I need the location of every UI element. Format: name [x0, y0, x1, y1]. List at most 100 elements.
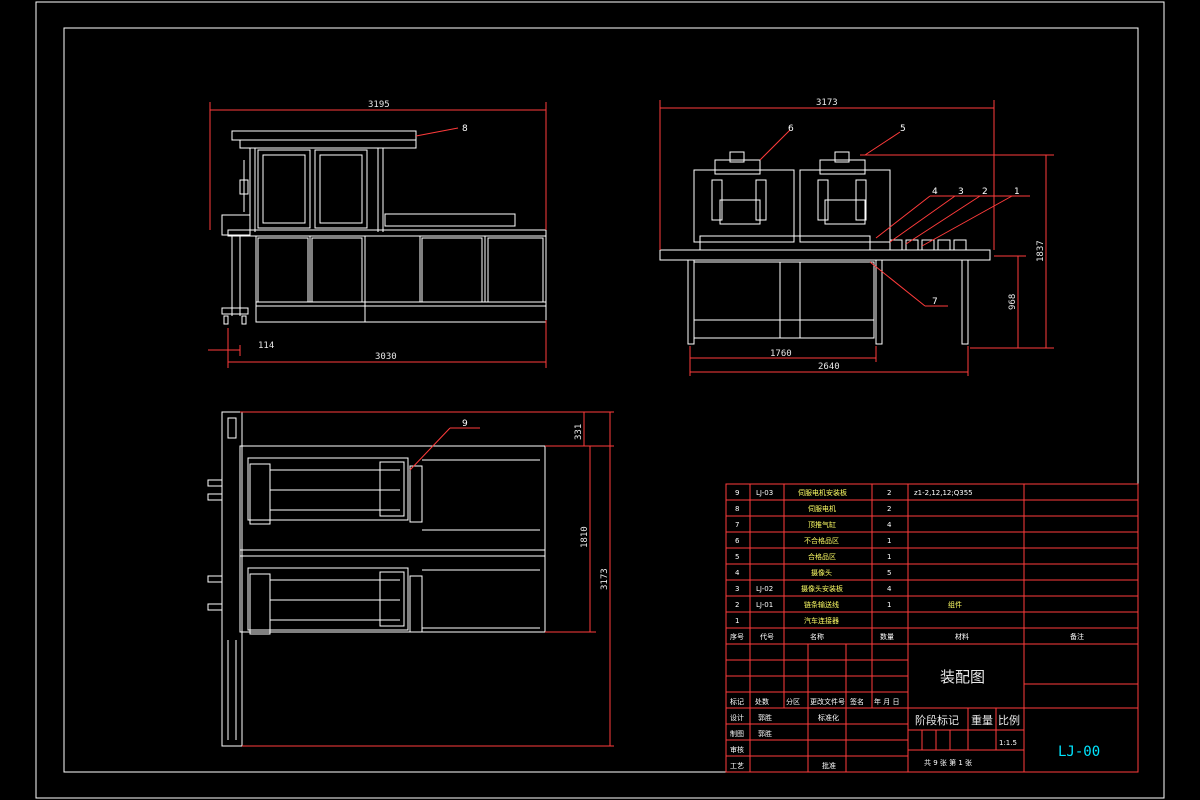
- label-mark: 标记: [730, 697, 744, 706]
- dim-side-lower: 968: [1008, 294, 1018, 310]
- header-note: 备注: [1070, 632, 1084, 641]
- row-no: 9: [735, 489, 739, 497]
- label-design: 设计: [730, 713, 744, 722]
- parts-list-grid: [725, 483, 1139, 773]
- parts-row-8: 8 伺服电机 2: [735, 504, 891, 513]
- row-name: 摄像头安装板: [801, 584, 843, 593]
- label-draw: 制图: [730, 729, 744, 738]
- row-no: 4: [735, 569, 740, 577]
- label-process: 工艺: [730, 762, 744, 770]
- label-review: 审核: [730, 745, 744, 754]
- header-material: 材料: [955, 632, 969, 641]
- dim-front-top: 3195: [368, 100, 390, 110]
- header-code: 代号: [760, 632, 774, 641]
- row-code: LJ-03: [756, 489, 773, 497]
- balloon-7: 7: [932, 297, 938, 307]
- header-name: 名称: [810, 632, 824, 641]
- row-no: 2: [735, 601, 739, 609]
- side-view: [659, 151, 991, 345]
- dim-plan-top: 331: [574, 424, 584, 440]
- parts-row-9: 9 LJ-03 伺服电机安装板 2 z1-2,12,12;Q355: [735, 488, 973, 497]
- row-material: 组件: [948, 600, 962, 609]
- draw-name: 郭胜: [758, 729, 772, 738]
- row-no: 3: [735, 585, 739, 593]
- row-name: 顶推气缸: [808, 520, 836, 529]
- sheet-outer-border: [35, 1, 1165, 799]
- front-view: [221, 130, 547, 325]
- dim-side-top: 3173: [816, 98, 838, 108]
- side-view-dimensions: [659, 100, 1054, 376]
- balloon-4: 4: [932, 187, 938, 197]
- label-weight: 重量: [971, 713, 993, 727]
- sheet-count: 共 9 张 第 1 张: [924, 758, 972, 767]
- parts-row-5: 5 合格品区 1: [735, 552, 891, 561]
- label-sign: 签名: [850, 697, 864, 706]
- label-standardize: 标准化: [818, 713, 839, 722]
- row-name: 链条输送线: [804, 600, 839, 609]
- plan-view-dimensions: [240, 411, 614, 747]
- scale-value: 1:1.5: [999, 739, 1017, 747]
- balloon-9: 9: [462, 419, 468, 429]
- dim-side-bottom2: 2640: [818, 362, 840, 372]
- label-count: 处数: [755, 697, 769, 706]
- parts-row-7: 7 顶推气缸 4: [735, 520, 892, 529]
- dim-front-left: 114: [258, 341, 274, 351]
- parts-list: 9 LJ-03 伺服电机安装板 2 z1-2,12,12;Q355 8 伺服电机…: [730, 488, 1084, 641]
- row-code: LJ-02: [756, 585, 773, 593]
- balloon-8: 8: [462, 124, 468, 134]
- row-qty: 4: [887, 521, 892, 529]
- balloon-6: 6: [788, 124, 794, 134]
- row-no: 8: [735, 505, 739, 513]
- parts-row-6: 6 不合格品区 1: [735, 536, 891, 545]
- row-code: LJ-01: [756, 601, 773, 609]
- row-qty: 2: [887, 489, 891, 497]
- label-zone: 分区: [786, 697, 800, 706]
- drawing-code: LJ-00: [1058, 744, 1100, 760]
- parts-row-4: 4 摄像头 5: [735, 568, 891, 577]
- label-approve: 批准: [822, 761, 836, 770]
- balloon-3: 3: [958, 187, 964, 197]
- label-stage: 阶段标记: [915, 713, 959, 727]
- drawing-title: 装配图: [940, 668, 985, 686]
- label-change-doc: 更改文件号: [810, 697, 845, 706]
- row-qty: 1: [887, 553, 891, 561]
- label-scale: 比例: [998, 713, 1020, 727]
- parts-row-3: 3 LJ-02 摄像头安装板 4: [735, 584, 892, 593]
- row-name: 伺服电机安装板: [798, 488, 847, 497]
- plan-view: [207, 411, 546, 747]
- design-name: 郭胜: [758, 713, 772, 722]
- balloon-2: 2: [982, 187, 988, 197]
- title-block: 装配图 标记 处数 分区 更改文件号 签名 年 月 日 设计 郭胜 标准化 制图…: [730, 668, 1100, 770]
- row-name: 汽车连接器: [804, 616, 839, 625]
- front-view-dimensions: [208, 102, 547, 368]
- row-name: 合格品区: [808, 552, 836, 561]
- row-qty: 5: [887, 569, 891, 577]
- balloon-5: 5: [900, 124, 906, 134]
- row-qty: 1: [887, 537, 891, 545]
- row-qty: 1: [887, 601, 891, 609]
- row-name: 摄像头: [811, 568, 832, 577]
- label-date: 年 月 日: [874, 697, 899, 706]
- row-no: 6: [735, 537, 740, 545]
- parts-list-header: 序号 代号 名称 数量 材料 备注: [730, 632, 1084, 641]
- row-name: 不合格品区: [804, 536, 839, 545]
- row-qty: 2: [887, 505, 891, 513]
- balloon-1: 1: [1014, 187, 1020, 197]
- row-no: 7: [735, 521, 739, 529]
- sheet-inner-border: [63, 27, 1139, 773]
- dim-side-height: 1837: [1036, 240, 1046, 262]
- row-no: 5: [735, 553, 739, 561]
- dim-plan-mid: 1810: [580, 526, 590, 548]
- row-material: z1-2,12,12;Q355: [914, 489, 973, 497]
- parts-row-2: 2 LJ-01 链条输送线 1 组件: [735, 600, 962, 609]
- dim-front-bottom: 3030: [375, 352, 397, 362]
- row-no: 1: [735, 617, 739, 625]
- header-qty: 数量: [880, 632, 894, 641]
- parts-row-1: 1 汽车连接器: [735, 616, 839, 625]
- dim-side-bottom1: 1760: [770, 349, 792, 359]
- header-no: 序号: [730, 632, 744, 641]
- dim-plan-total: 3173: [600, 568, 610, 590]
- row-name: 伺服电机: [808, 504, 836, 513]
- row-qty: 4: [887, 585, 892, 593]
